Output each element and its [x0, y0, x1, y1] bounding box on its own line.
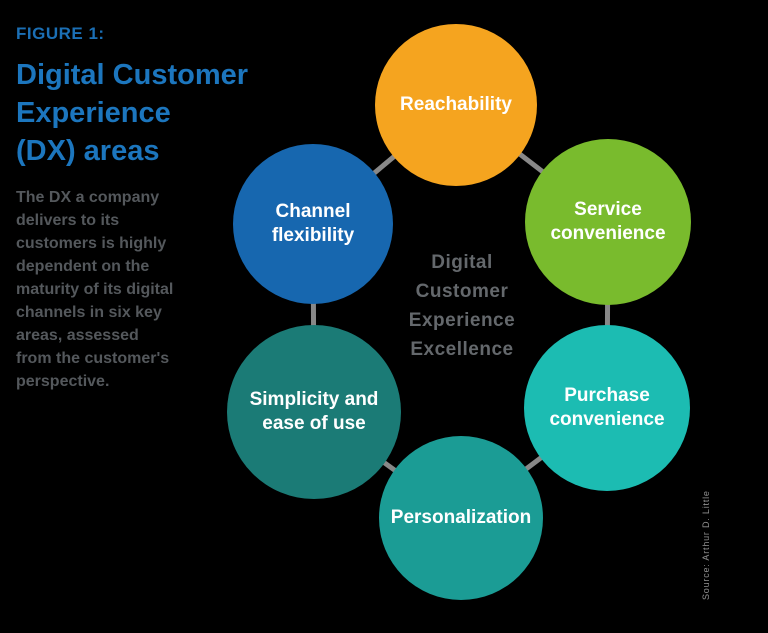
source-note: Source: Arthur D. Little: [701, 490, 711, 600]
node-channel-flexibility: Channel flexibility: [233, 144, 393, 304]
figure-panel: FIGURE 1: Digital Customer Experience (D…: [16, 24, 266, 393]
node-purchase-convenience: Purchase convenience: [524, 325, 690, 491]
node-reachability: Reachability: [375, 24, 537, 186]
node-simplicity-ease-of-use: Simplicity and ease of use: [227, 325, 401, 499]
figure-description: The DX a company delivers to its custome…: [16, 189, 174, 390]
figure-title: Digital Customer Experience (DX) areas: [16, 59, 249, 167]
node-purchase-convenience-label: Purchase convenience: [549, 385, 665, 430]
node-simplicity-ease-of-use-label: Simplicity and ease of use: [249, 389, 379, 434]
diagram-center-label: Digital Customer Experience Excellence: [408, 252, 516, 360]
node-channel-flexibility-label: Channel flexibility: [271, 201, 355, 246]
node-service-convenience-label: Service convenience: [550, 199, 666, 244]
node-reachability-label: Reachability: [400, 94, 512, 115]
node-personalization-label: Personalization: [390, 507, 532, 528]
figure-number-label: FIGURE 1:: [16, 24, 105, 43]
node-personalization: Personalization: [379, 436, 543, 600]
node-service-convenience: Service convenience: [525, 139, 691, 305]
